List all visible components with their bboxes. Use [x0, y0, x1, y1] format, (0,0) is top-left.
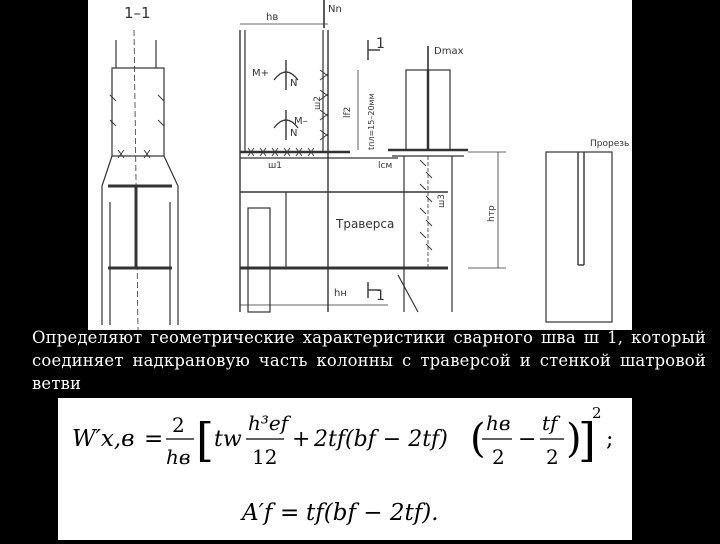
- formula-term2: 2tf(bf − 2tf): [313, 427, 448, 452]
- formula-a-lhs: A′f: [240, 500, 276, 526]
- formula-semicolon: ;: [606, 427, 613, 452]
- section-marker-bottom: 1: [376, 288, 385, 304]
- formula-bracket-open: [: [196, 413, 214, 467]
- formula-bracket-close: ]: [578, 413, 596, 467]
- slot-label: Прорезь: [590, 139, 629, 149]
- column-drawing: 1–1 hв Nn 1 1 Dmax M+ M– N N ш2 lf2 tпл=…: [101, 0, 629, 330]
- formula-w-lhs: W′x,в: [72, 426, 135, 452]
- traverse-label: Траверса: [335, 217, 394, 231]
- formula-hv2-den: 2: [492, 445, 505, 469]
- formula-coef-num: 2: [172, 413, 185, 437]
- formula-equals-2: =: [280, 500, 299, 526]
- drawing-panel: 1–1 hв Nn 1 1 Dmax M+ M– N N ш2 lf2 tпл=…: [88, 0, 632, 330]
- formula-power: 2: [592, 404, 602, 422]
- formula-panel: W′x,в = 2 hв [ tw h³ef 12 + 2tf(bf − 2tf…: [58, 398, 632, 540]
- formula-minus: −: [518, 427, 536, 452]
- weld-w3-label: ш3: [437, 194, 447, 208]
- weld-w2-label: ш2: [313, 96, 323, 110]
- section-marker-top: 1: [376, 36, 385, 52]
- dim-lf2-label: lf2: [343, 107, 353, 118]
- axial-n-top-label: N: [290, 78, 297, 89]
- formula-tf-den: 2: [546, 445, 559, 469]
- axial-n-bottom-label: N: [290, 128, 297, 139]
- moment-minus-label: M–: [294, 116, 308, 127]
- formula-hef3: h³ef: [248, 411, 292, 435]
- formula-tw: tw: [214, 427, 242, 452]
- formula-coef-den: hв: [166, 445, 191, 469]
- formula-tf-num: tf: [542, 411, 561, 435]
- dim-hv-label: hв: [266, 12, 278, 23]
- plate-thickness-label: tпл=15–20мм: [367, 93, 376, 150]
- weld-w1-label: ш1: [268, 161, 282, 171]
- moment-plus-label: M+: [252, 68, 269, 79]
- formula-paren-open: (: [470, 416, 486, 462]
- force-nn-label: Nn: [328, 4, 342, 15]
- section-label-text: 1–1: [124, 4, 151, 22]
- formula-hv2-num: hв: [486, 411, 511, 435]
- dim-hn-label: hн: [334, 288, 347, 299]
- section-upper-box: [111, 67, 165, 157]
- formula-a-rhs: tf(bf − 2tf).: [306, 500, 439, 526]
- formula-plus: +: [292, 427, 310, 452]
- formula-paren-close: ): [566, 416, 582, 462]
- formula-svg: W′x,в = 2 hв [ tw h³ef 12 + 2tf(bf − 2tf…: [72, 404, 613, 526]
- caption-text: Определяют геометрические характеристики…: [32, 328, 706, 393]
- dim-hmp-label: hтр: [487, 205, 497, 222]
- force-dmax-label: Dmax: [434, 46, 464, 57]
- formula-den12: 12: [252, 445, 277, 469]
- dim-lcm-label: lсм: [378, 161, 392, 171]
- formula-equals-1: =: [144, 426, 163, 452]
